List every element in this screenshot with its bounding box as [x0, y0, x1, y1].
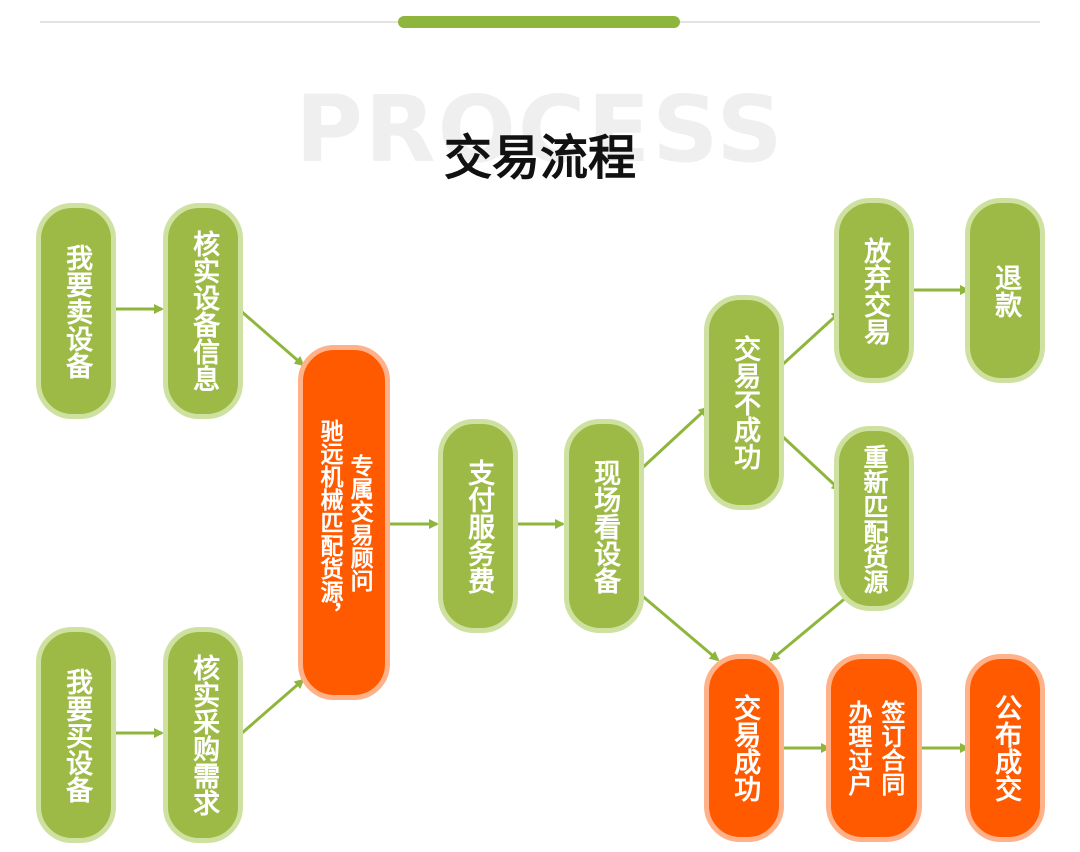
step-dedicated-consultant: 专属交易顾问 驰远机械匹配货源，	[298, 345, 390, 700]
step-sign-contract-transfer: 签订合同 办理过户	[826, 654, 922, 842]
step-label-line-2: 驰远机械匹配货源，	[316, 419, 342, 626]
header-accent-bar	[398, 16, 680, 28]
step-label-line-1: 专属交易顾问	[346, 453, 373, 592]
step-pay-service-fee: 支付服务费	[438, 419, 518, 633]
step-label: 我要卖设备	[61, 243, 93, 379]
arrow-inspection-to-failed	[638, 406, 709, 472]
step-deal-failed: 交易不成功	[704, 295, 784, 510]
step-rematch-source: 重新匹配货源	[834, 426, 914, 611]
arrow-failed-to-abandon	[780, 310, 842, 367]
step-label: 放弃交易	[859, 236, 891, 345]
step-verify-purchase-demand: 核实采购需求	[163, 627, 243, 843]
step-label: 支付服务费	[463, 458, 495, 594]
step-label: 公布成交	[990, 694, 1022, 802]
arrow-failed-to-rematch	[780, 434, 842, 492]
step-label: 核实设备信息	[188, 230, 220, 392]
arrow-rematch-to-success	[769, 594, 849, 662]
step-label: 交易不成功	[729, 335, 761, 470]
arrow-verify-to-consultant	[241, 310, 305, 367]
watermark-text: PROCESS	[295, 76, 785, 183]
arrow-inspection-to-success	[639, 592, 720, 662]
page-title: 交易流程	[443, 130, 636, 186]
step-label: 现场看设备	[589, 458, 621, 594]
step-announce-deal: 公布成交	[965, 654, 1045, 842]
step-label: 交易成功	[729, 694, 761, 802]
step-deal-success: 交易成功	[704, 654, 784, 842]
step-label: 我要买设备	[61, 667, 93, 803]
step-label-line-1: 签订合同	[876, 700, 905, 796]
arrow-demand-to-consultant	[241, 678, 305, 735]
step-refund: 退款	[965, 198, 1045, 383]
step-label: 退款	[990, 263, 1022, 318]
step-label-line-2: 办理过户	[844, 700, 872, 796]
step-buy-equipment: 我要买设备	[36, 627, 116, 843]
step-label: 重新匹配货源	[860, 443, 889, 594]
step-label: 核实采购需求	[188, 654, 220, 816]
step-verify-equipment-info: 核实设备信息	[163, 203, 243, 419]
step-onsite-inspection: 现场看设备	[564, 419, 644, 633]
step-abandon-deal: 放弃交易	[834, 198, 914, 383]
step-sell-equipment: 我要卖设备	[36, 203, 116, 419]
